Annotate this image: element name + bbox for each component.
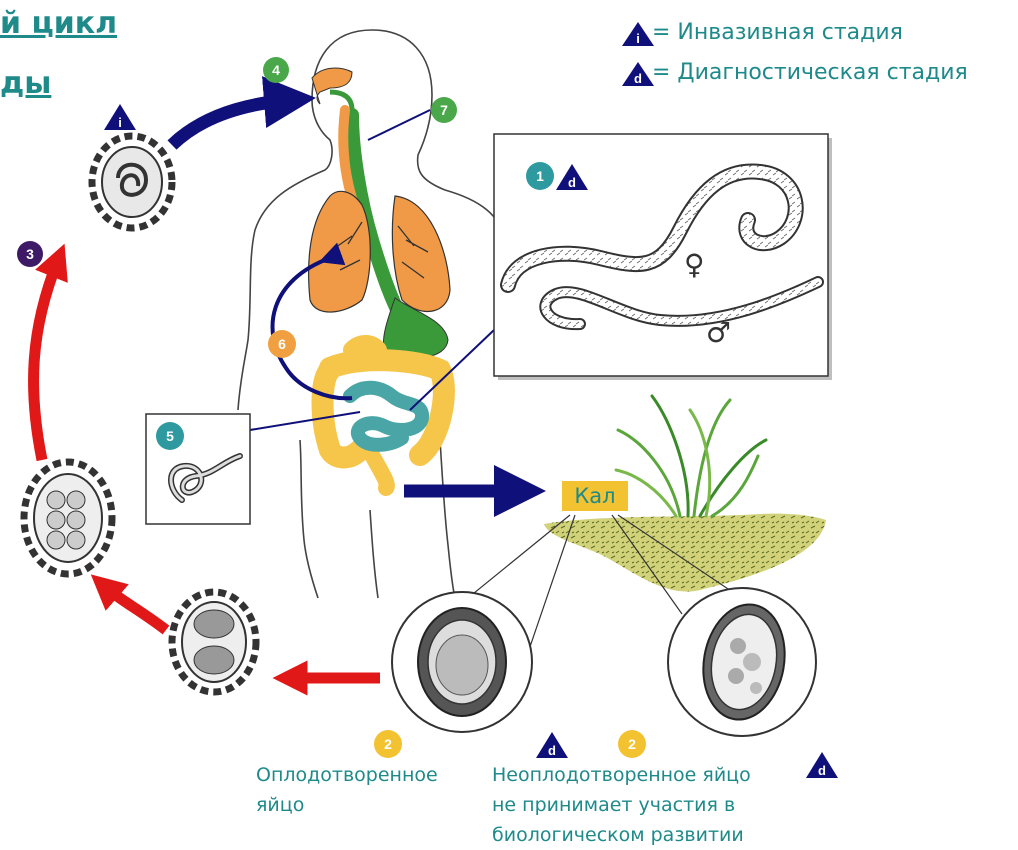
svg-text:2: 2 (628, 736, 636, 752)
step-badge-3: 3 (17, 241, 43, 267)
svg-text:1: 1 (536, 168, 544, 184)
caption-unfertilized: Неоплодотворенное яйцо не принимает учас… (492, 760, 751, 850)
svg-text:i: i (118, 115, 122, 130)
svg-text:7: 7 (440, 102, 448, 118)
caption-unfertilized-line-2: не принимает участия в (492, 790, 751, 820)
step-badge-5: 5 (156, 422, 184, 450)
step-badge-6: 6 (268, 330, 296, 358)
stage-marker-diagnostic-fertilized: d (536, 732, 568, 758)
stage-marker-invasive: i (104, 104, 136, 130)
svg-text:5: 5 (166, 428, 174, 444)
svg-text:3: 3 (26, 246, 34, 262)
caption-fertilized: Оплодотворенное яйцо (256, 760, 438, 820)
svg-text:d: d (568, 175, 576, 190)
arrow-ingestion (172, 100, 290, 145)
egg-embryonated-larva (92, 136, 172, 228)
feces-label: Кал (562, 481, 628, 511)
caption-unfertilized-line-3: биологическом развитии (492, 820, 751, 850)
unfertilized-egg-magnified (668, 588, 816, 736)
svg-text:d: d (818, 763, 826, 778)
male-symbol: ♂ (706, 316, 731, 349)
small-intestine (350, 388, 422, 445)
step-badge-4: 4 (263, 57, 289, 83)
step-badge-2-unfertilized: 2 (618, 730, 646, 758)
legend-invasive-symbol: i (636, 31, 640, 46)
legend-triangles: i d (622, 22, 654, 86)
svg-text:6: 6 (278, 336, 286, 352)
stage-marker-diagnostic-unfertilized: d (806, 752, 838, 778)
step-badge-2-fertilized: 2 (374, 730, 402, 758)
human-body-outline (238, 30, 505, 598)
step-badge-1: 1 (526, 162, 554, 190)
egg-two-cell (172, 592, 256, 692)
soil-ground (544, 514, 826, 592)
svg-text:2: 2 (384, 736, 392, 752)
caption-fertilized-line-2: яйцо (256, 790, 438, 820)
fertilized-egg-magnified (392, 592, 532, 732)
svg-text:4: 4 (272, 62, 280, 78)
step-badge-7: 7 (431, 97, 457, 123)
svg-text:d: d (548, 743, 556, 758)
caption-unfertilized-line-1: Неоплодотворенное яйцо (492, 760, 751, 790)
legend-diagnostic-symbol: d (634, 71, 642, 86)
grass-tuft (616, 396, 766, 516)
caption-fertilized-line-1: Оплодотворенное (256, 760, 438, 790)
female-symbol: ♀ (684, 248, 705, 281)
egg-multicell (24, 462, 112, 574)
